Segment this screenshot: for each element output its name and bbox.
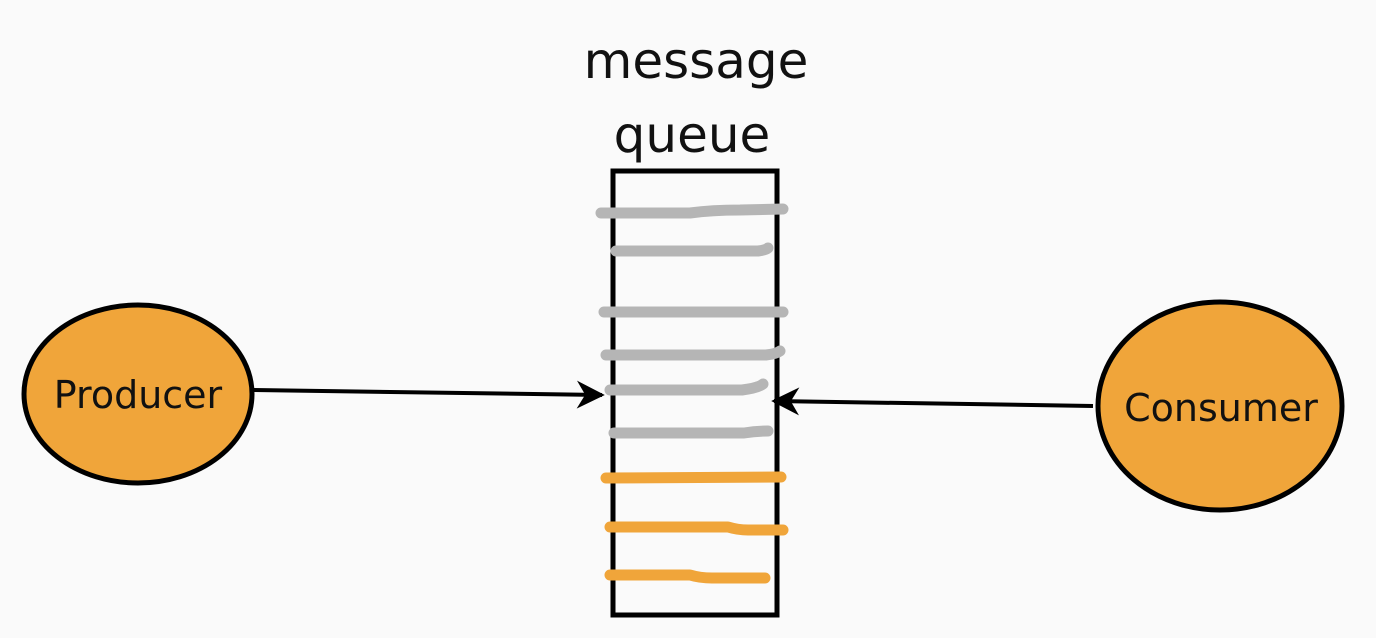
pending-message <box>604 521 789 536</box>
consumed-message <box>608 425 774 439</box>
consumed-message <box>604 378 769 396</box>
queue-title-line1: message <box>584 32 809 90</box>
consumer-arrow <box>771 387 1094 416</box>
producer-arrow <box>252 380 605 409</box>
pending-message <box>604 569 771 584</box>
consumed-message <box>595 203 789 219</box>
consumer-label: Consumer <box>1124 386 1318 430</box>
queue-title-line2: queue <box>614 106 771 164</box>
producer-label: Producer <box>54 373 223 417</box>
producer-node <box>21 302 255 486</box>
consumer-node <box>1095 299 1345 513</box>
queue-messages <box>595 203 789 584</box>
consumed-message <box>600 345 786 361</box>
consumed-message <box>610 242 774 257</box>
pending-message <box>600 471 787 484</box>
